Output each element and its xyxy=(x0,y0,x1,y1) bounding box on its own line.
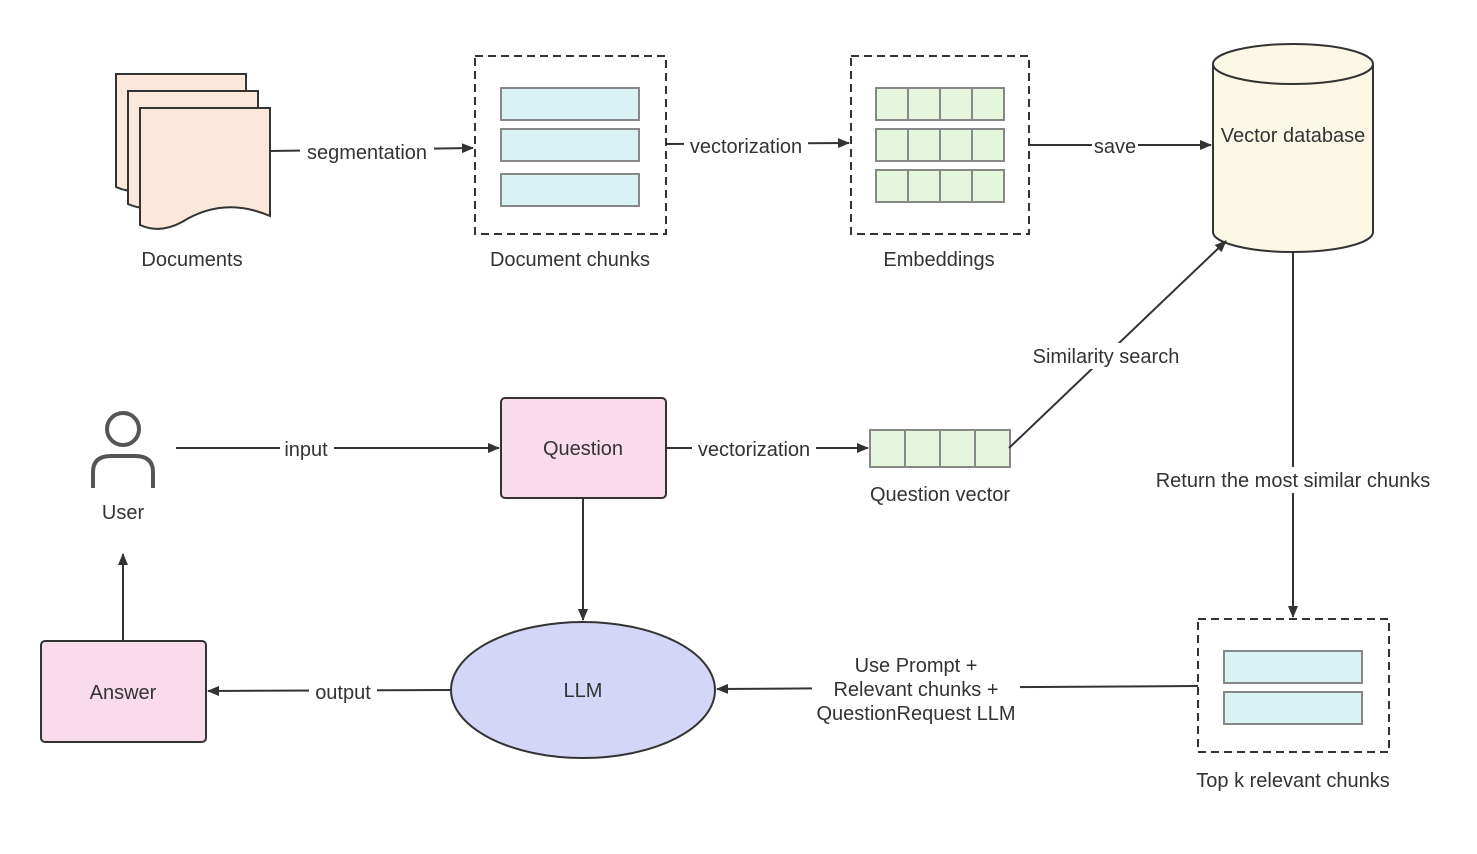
vector-cell xyxy=(971,169,1005,203)
documents-label: Documents xyxy=(141,249,242,271)
documents-node xyxy=(115,73,271,230)
vector-cell xyxy=(971,128,1005,162)
edge-segmentation: segmentation xyxy=(269,139,474,165)
top-k-node xyxy=(1197,618,1390,753)
edge-save: save xyxy=(1029,133,1212,159)
edge-output: output xyxy=(207,679,452,705)
vector-cell xyxy=(907,169,941,203)
question-vector-label: Question vector xyxy=(870,484,1010,506)
vector-cell xyxy=(971,87,1005,121)
vector-cell xyxy=(974,429,1011,468)
edge-request-llm: Use Prompt + Relevant chunks + QuestionR… xyxy=(716,652,1199,728)
vector-cell xyxy=(869,429,906,468)
vector-cell xyxy=(939,169,973,203)
user-icon xyxy=(91,411,155,488)
vector-cell xyxy=(875,87,909,121)
question-vector-node xyxy=(869,429,1011,468)
answer-label: Answer xyxy=(90,682,157,704)
edge-label-output: output xyxy=(315,682,371,704)
user-label: User xyxy=(102,502,145,524)
edge-label-segmentation: segmentation xyxy=(307,142,427,164)
embeddings-node xyxy=(850,55,1030,235)
edge-vectorization-docs: vectorization xyxy=(665,133,850,159)
edge-label-similarity-search: Similarity search xyxy=(1033,346,1180,368)
vector-database-label: Vector database xyxy=(1221,125,1366,147)
vector-cell xyxy=(939,87,973,121)
document-chunks-node xyxy=(474,55,667,235)
vector-cell xyxy=(907,87,941,121)
vector-database-node: Vector database xyxy=(1212,43,1374,253)
edge-vectorization-question: vectorization xyxy=(666,436,869,462)
answer-node: Answer xyxy=(40,640,207,743)
edge-similarity-search: Similarity search xyxy=(1008,240,1227,449)
llm-node: LLM xyxy=(450,621,716,759)
edge-label-input: input xyxy=(284,439,328,461)
embeddings-label: Embeddings xyxy=(883,249,994,271)
edge-label-request-line-2: Relevant chunks + xyxy=(833,679,998,701)
edge-label-return-similar: Return the most similar chunks xyxy=(1156,470,1431,492)
question-node: Question xyxy=(500,397,667,499)
edge-label-request-line-1: Use Prompt + xyxy=(855,655,978,677)
edge-label-request-line-3: QuestionRequest LLM xyxy=(816,703,1015,725)
vector-cell xyxy=(875,169,909,203)
edge-label-save: save xyxy=(1094,136,1136,158)
vector-cell xyxy=(939,128,973,162)
document-chunks-label: Document chunks xyxy=(490,249,650,271)
top-k-label: Top k relevant chunks xyxy=(1196,770,1389,792)
vector-cell xyxy=(907,128,941,162)
edge-return-similar: Return the most similar chunks xyxy=(1148,252,1440,618)
vector-cell xyxy=(939,429,976,468)
vector-cell xyxy=(904,429,941,468)
llm-label: LLM xyxy=(564,680,603,702)
edge-label-vectorization-question: vectorization xyxy=(698,439,810,461)
edge-input: input xyxy=(176,436,500,462)
vector-cell xyxy=(875,128,909,162)
question-label: Question xyxy=(543,438,623,460)
edge-label-vectorization-docs: vectorization xyxy=(690,136,802,158)
